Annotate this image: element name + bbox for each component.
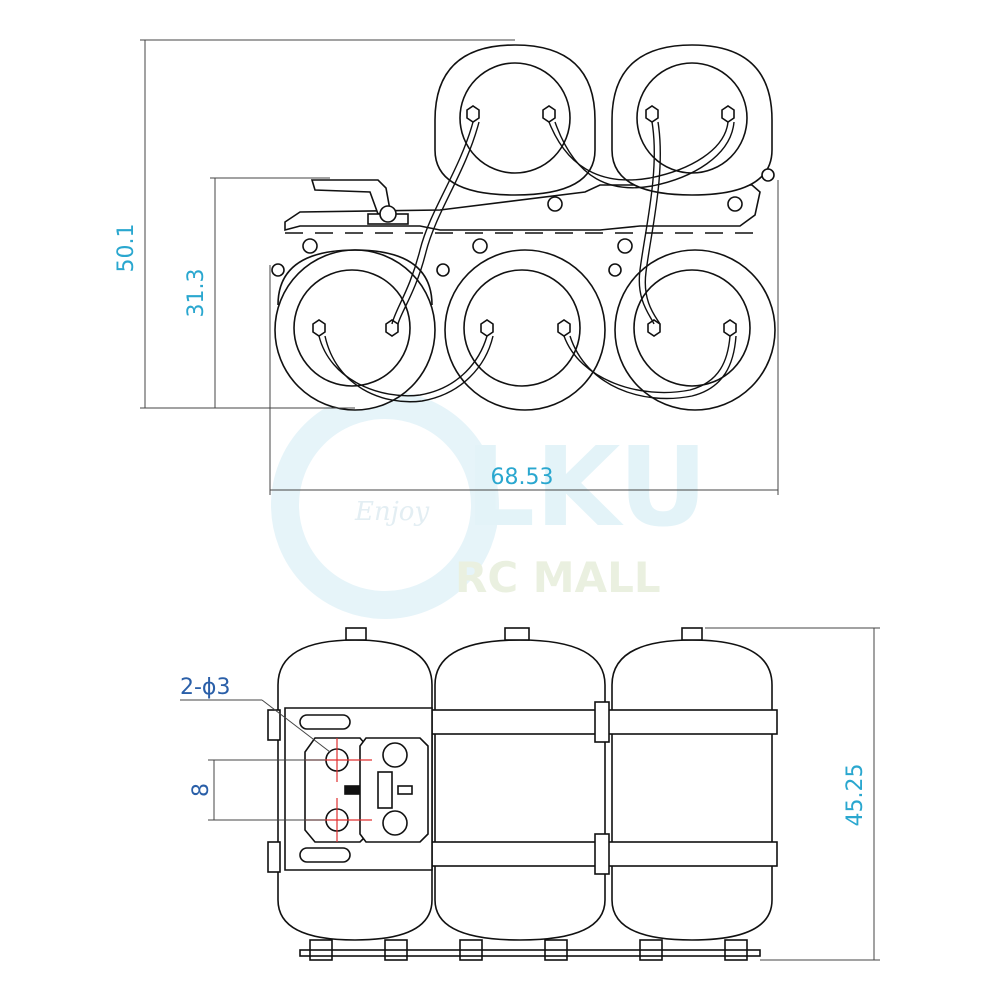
bottom-nuts (299, 939, 761, 961)
dim-top-height-inner: 31.3 (184, 269, 209, 318)
dim-hole-spacing: 8 (189, 783, 214, 797)
top-view (271, 44, 776, 411)
watermark-script: Enjoy (354, 497, 429, 527)
tank-side-right (611, 627, 773, 941)
side-clamps (271, 168, 775, 277)
straps (267, 701, 778, 875)
watermark-sub: RC MALL (455, 553, 661, 602)
hole-centerlines (305, 738, 372, 842)
bottom-view (267, 627, 778, 961)
mount-plate (284, 179, 761, 254)
tank-bottom-left (274, 249, 436, 411)
bottom-dimensions (180, 627, 880, 961)
hoses (318, 121, 737, 403)
tank-bottom-mid (444, 249, 606, 411)
tank-bottom-right (614, 249, 776, 411)
tank-top-right (611, 44, 773, 196)
tank-top-left (434, 44, 596, 196)
top-dimensions (140, 39, 779, 495)
dim-bottom-height: 45.25 (843, 764, 868, 827)
watermark-brand: LKU (465, 423, 708, 551)
tank-side-mid (434, 627, 606, 941)
dim-hole-label: 2-ϕ3 (180, 675, 230, 700)
fittings-top (312, 105, 737, 337)
dim-top-width: 68.53 (491, 465, 554, 490)
mount-bracket (284, 707, 433, 871)
watermark: LKU RC MALL Enjoy (271, 391, 708, 619)
dim-top-height-total: 50.1 (114, 224, 139, 273)
